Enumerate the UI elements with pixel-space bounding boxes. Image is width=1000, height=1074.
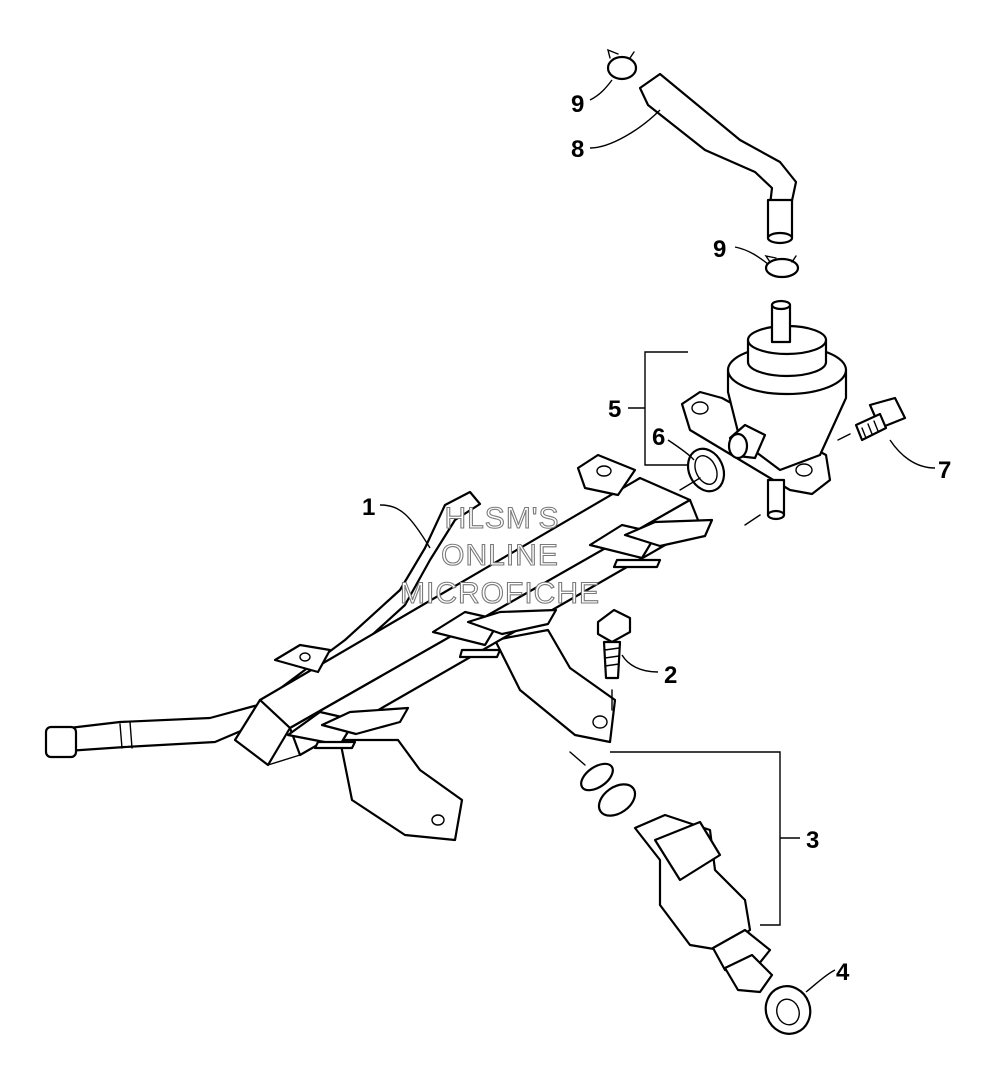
seal <box>764 985 812 1035</box>
fuel-injector <box>580 762 774 994</box>
callout-9-top: 9 <box>571 91 584 118</box>
pressure-regulator <box>680 299 848 521</box>
callout-7: 7 <box>938 457 951 484</box>
watermark-line-1: HLSM'S <box>444 502 559 535</box>
hose <box>638 72 798 245</box>
callout-4: 4 <box>836 959 850 986</box>
callout-6: 6 <box>652 424 665 451</box>
bolt-7 <box>854 396 907 442</box>
callout-3: 3 <box>806 827 819 854</box>
clamp-mid <box>764 254 800 279</box>
watermark: HLSM'S ONLINE MICROFICHE <box>399 501 600 610</box>
assembly-lines <box>569 433 851 766</box>
bolt-2 <box>596 608 632 680</box>
callout-9-mid: 9 <box>713 236 726 263</box>
bracket-5 <box>628 351 688 466</box>
callouts: 1 2 3 4 5 6 7 8 9 9 <box>362 91 951 986</box>
leader-lines <box>379 79 936 993</box>
callout-8: 8 <box>571 136 584 163</box>
bracket-3 <box>610 751 800 926</box>
clamp-top <box>606 48 638 81</box>
watermark-line-3: MICROFICHE <box>400 577 600 610</box>
watermark-line-2: ONLINE <box>441 539 559 572</box>
callout-5: 5 <box>608 396 621 423</box>
callout-1: 1 <box>362 494 375 521</box>
callout-2: 2 <box>664 662 677 689</box>
fuel-rail <box>233 453 714 842</box>
